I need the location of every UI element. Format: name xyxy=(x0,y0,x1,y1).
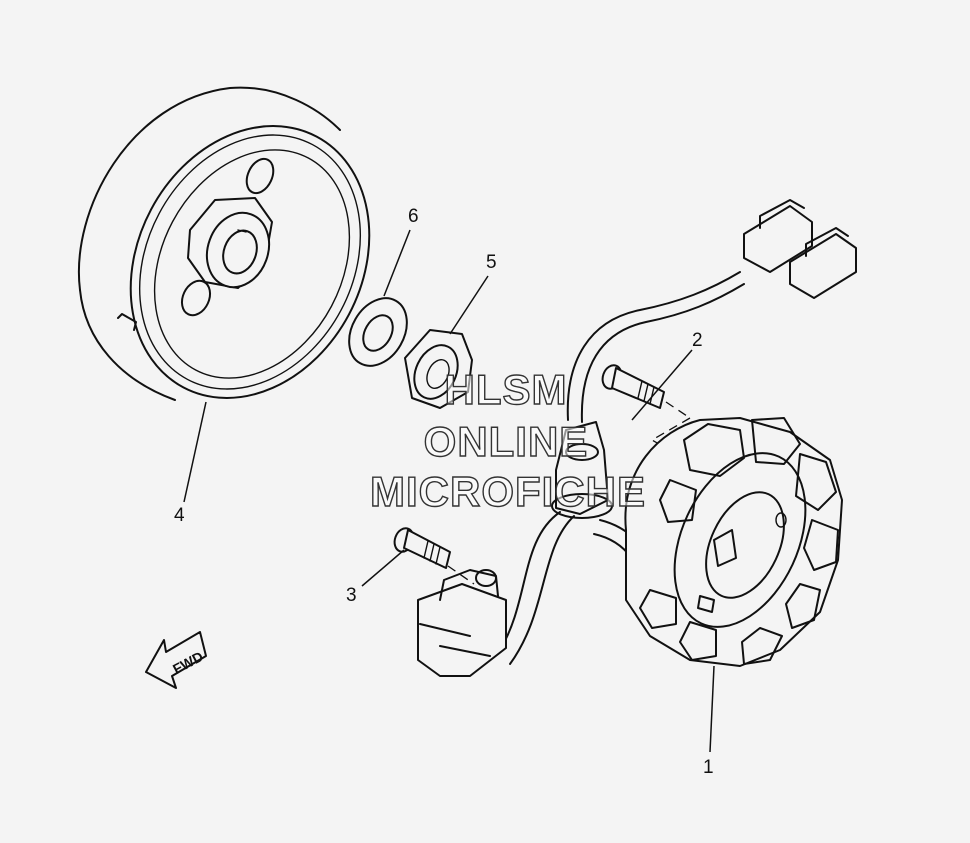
bolt-upper-axis-line xyxy=(665,401,691,419)
bolt-lower-axis-line xyxy=(447,565,475,585)
leader-line-5 xyxy=(449,275,489,335)
callout-5: 5 xyxy=(486,252,497,273)
nut xyxy=(404,329,473,409)
bolt-upper xyxy=(601,364,665,409)
pickup-coil xyxy=(417,569,507,677)
bolt-lower xyxy=(393,527,451,569)
callout-3: 3 xyxy=(346,585,357,606)
flywheel-rotor xyxy=(77,86,371,401)
watermark-line-1: HLSM xyxy=(445,366,568,413)
callout-6: 6 xyxy=(408,206,419,227)
watermark-line-2: ONLINE xyxy=(424,418,589,465)
watermark: HLSM ONLINE MICROFICHE xyxy=(369,365,646,515)
wiring-harness xyxy=(499,199,857,665)
callout-4: 4 xyxy=(174,505,185,526)
leader-line-2 xyxy=(631,349,693,421)
watermark-line-3: MICROFICHE xyxy=(370,468,646,515)
callout-2: 2 xyxy=(692,330,703,351)
leader-line-1 xyxy=(709,665,715,753)
callout-1: 1 xyxy=(703,757,714,778)
stator xyxy=(624,417,843,667)
leader-line-3 xyxy=(361,549,405,587)
forward-direction-arrow: FWD xyxy=(145,631,207,689)
leader-line-6 xyxy=(383,229,411,297)
leader-line-4 xyxy=(183,401,207,503)
washer xyxy=(348,297,408,367)
